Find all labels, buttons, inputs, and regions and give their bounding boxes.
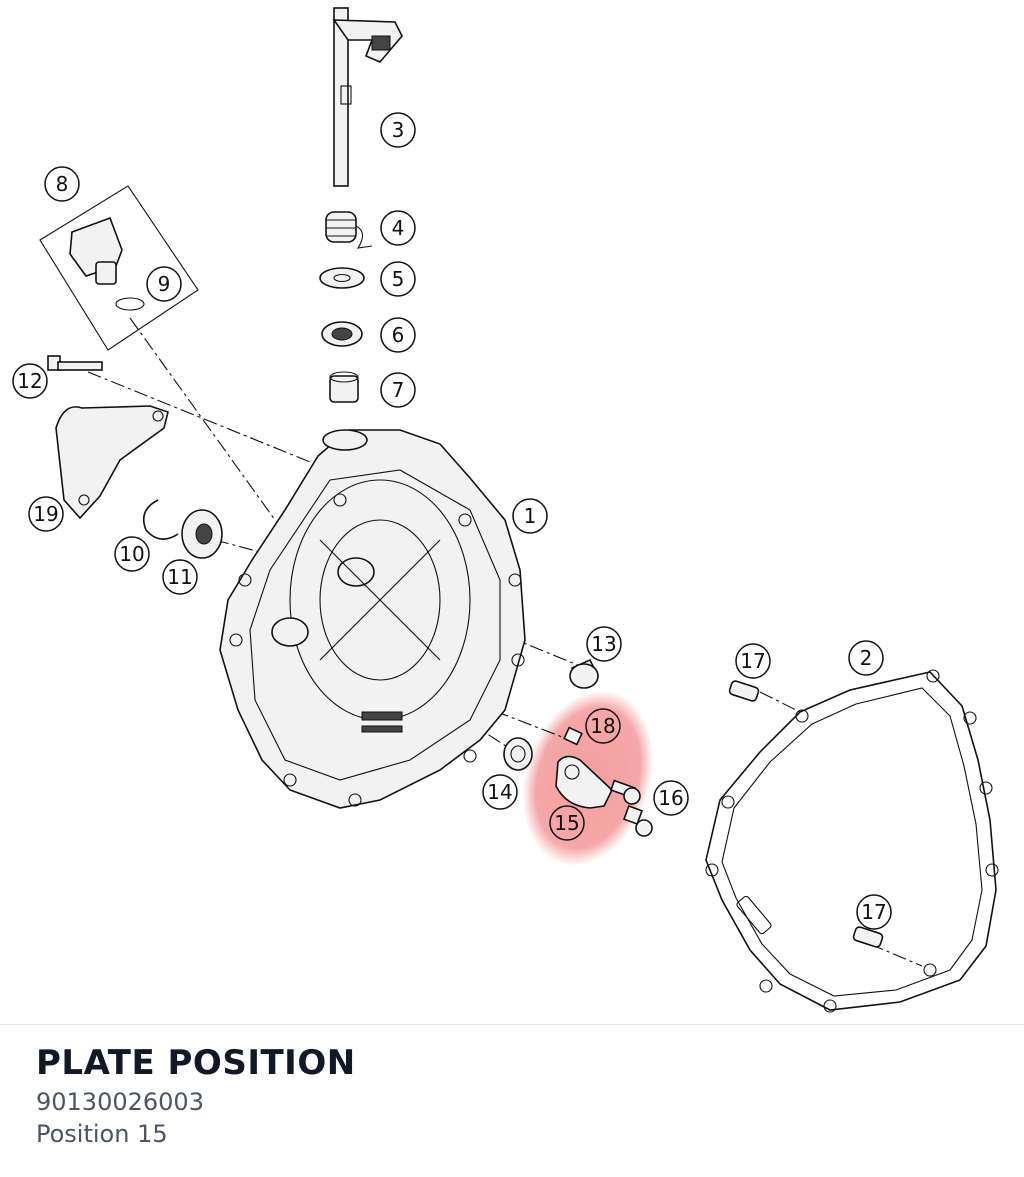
shift-shaft-part [332, 7, 403, 187]
svg-text:8: 8 [56, 172, 69, 196]
svg-text:9: 9 [158, 272, 171, 296]
svg-text:17: 17 [861, 900, 886, 924]
part-caption: PLATE POSITION 90130026003 Position 15 [36, 1040, 356, 1150]
exploded-parts-diagram: 1 2 3 4 5 6 7 8 9 10 11 12 13 14 15 16 1… [12, 7, 999, 1013]
svg-text:1: 1 [524, 504, 537, 528]
svg-text:15: 15 [554, 811, 579, 835]
svg-text:16: 16 [658, 786, 683, 810]
callout-12: 12 [12, 363, 48, 399]
svg-text:10: 10 [119, 542, 144, 566]
plate-part [555, 755, 613, 809]
spring-part [325, 211, 373, 249]
bearing-part [181, 509, 223, 559]
shaft-seal-part [321, 321, 363, 347]
callout-10: 10 [114, 536, 150, 572]
svg-text:6: 6 [392, 323, 405, 347]
plug-cap-part [569, 658, 600, 689]
part-title: PLATE POSITION [36, 1043, 356, 1083]
svg-text:11: 11 [167, 565, 192, 589]
callout-3: 3 [380, 112, 416, 148]
small-bolt-part [563, 726, 583, 746]
circlip-part [142, 499, 179, 540]
callout-7: 7 [380, 372, 416, 408]
bracket-part [55, 405, 169, 520]
svg-text:12: 12 [17, 369, 42, 393]
callout-13: 13 [586, 626, 622, 662]
callout-2: 2 [848, 640, 884, 676]
svg-text:17: 17 [740, 649, 765, 673]
callout-9: 9 [146, 266, 182, 302]
svg-text:7: 7 [392, 378, 405, 402]
needle-bearing-part [329, 371, 359, 403]
callout-14: 14 [482, 774, 518, 810]
svg-text:3: 3 [392, 118, 405, 142]
callout-17-lower: 17 [856, 894, 892, 930]
clutch-cover-part [219, 429, 526, 809]
part-position: Position 15 [36, 1120, 168, 1148]
callout-19: 19 [28, 496, 64, 532]
oil-plug-inset [39, 185, 199, 351]
dowel-pin-part [728, 680, 884, 948]
svg-text:13: 13 [591, 632, 616, 656]
svg-text:5: 5 [392, 267, 405, 291]
callout-8: 8 [44, 166, 80, 202]
callout-4: 4 [380, 210, 416, 246]
svg-text:4: 4 [392, 216, 405, 240]
callout-18: 18 [585, 708, 621, 744]
svg-text:2: 2 [860, 646, 873, 670]
bolt-part [47, 355, 103, 371]
callout-15: 15 [549, 805, 585, 841]
caption-divider [0, 1024, 1024, 1025]
callout-1: 1 [512, 498, 548, 534]
callout-6: 6 [380, 317, 416, 353]
screw-part [609, 779, 653, 837]
callout-16: 16 [653, 780, 689, 816]
washer-part [319, 267, 365, 289]
gasket-part [705, 669, 999, 1013]
svg-text:18: 18 [590, 714, 615, 738]
part-number: 90130026003 [36, 1088, 204, 1116]
svg-text:14: 14 [487, 780, 512, 804]
callout-5: 5 [380, 261, 416, 297]
seal-part [503, 737, 533, 771]
svg-text:19: 19 [33, 502, 58, 526]
callout-11: 11 [162, 559, 198, 595]
callout-17-upper: 17 [735, 643, 771, 679]
